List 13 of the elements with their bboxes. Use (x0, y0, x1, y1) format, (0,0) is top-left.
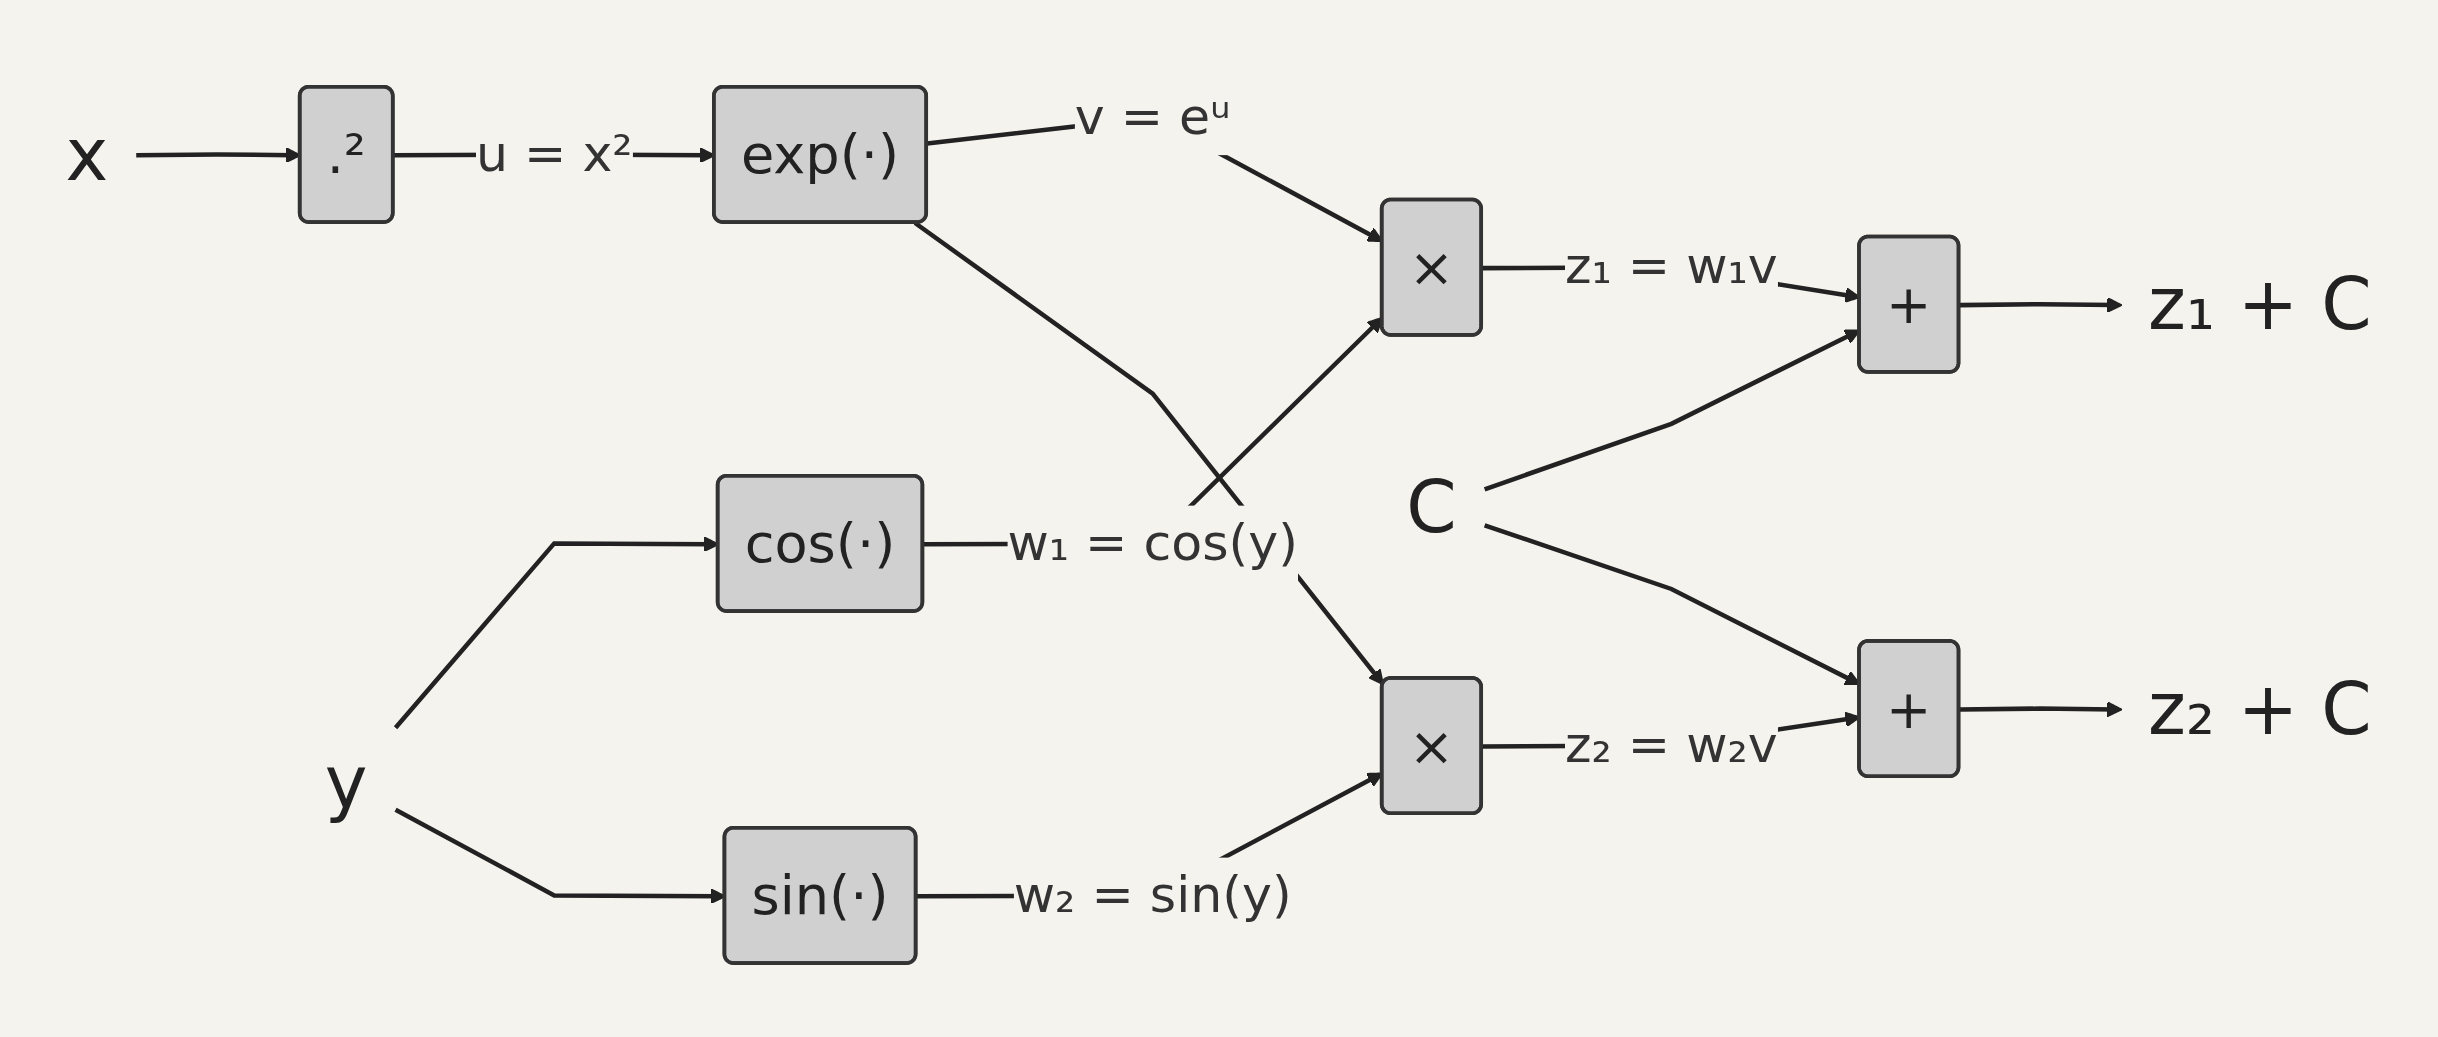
edge-label: w₁ = cos(y) (1007, 513, 1299, 573)
edge-label: u = x² (476, 124, 633, 184)
arrow (1959, 701, 2123, 718)
edge-label: z₂ = w₂v (1565, 715, 1779, 775)
edge-label: z₁ = w₁v (1565, 236, 1779, 297)
node-text: z₂ + C (2148, 667, 2373, 751)
node-text: y (325, 741, 368, 825)
edge-label: w₂ = sin(y) (1014, 865, 1292, 925)
arrow (1959, 297, 2123, 314)
node-text: z₁ + C (2148, 263, 2373, 347)
edge-label: v = eᵘ (1075, 87, 1232, 147)
node-text: C (1406, 465, 1458, 549)
node-text: x (65, 113, 109, 197)
